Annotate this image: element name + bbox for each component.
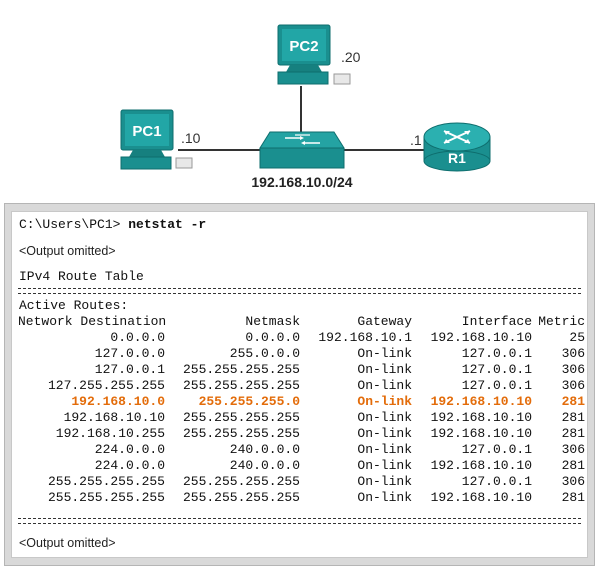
table-title: IPv4 Route Table [19, 269, 144, 284]
route-row: 255.255.255.255 255.255.255.255 On-link 192… [12, 490, 587, 506]
network-label: 192.168.10.0/24 [251, 174, 352, 190]
route-metric: 306 [561, 474, 585, 489]
pc1-label: PC1 [132, 123, 161, 140]
route-gateway: On-link [357, 362, 412, 377]
route-metric: 306 [561, 378, 585, 393]
pc1-icon: PC1 [120, 109, 193, 170]
route-dest: 255.255.255.255 [47, 490, 165, 505]
header-metric: Metric [538, 314, 585, 329]
route-iface: 192.168.10.10 [430, 490, 532, 505]
active-routes-label: Active Routes: [19, 298, 129, 313]
separator-bottom [18, 518, 581, 524]
route-dest: 0.0.0.0 [110, 330, 165, 345]
route-metric: 281 [561, 410, 585, 425]
route-iface: 127.0.0.1 [461, 346, 532, 361]
output-omitted-bottom: <Output omitted> [19, 536, 116, 550]
switch-icon [259, 131, 345, 169]
route-mask: 240.0.0.0 [229, 442, 300, 457]
route-dest: 127.0.0.1 [94, 362, 165, 377]
route-dest: 255.255.255.255 [47, 474, 165, 489]
route-gateway: On-link [357, 426, 412, 441]
terminal-frame: C:\Users\PC1> netstat -r <Output omitted… [4, 203, 595, 566]
route-gateway: On-link [357, 378, 412, 393]
route-dest: 224.0.0.0 [94, 442, 165, 457]
separator-top [18, 288, 581, 294]
route-gateway: On-link [357, 394, 412, 409]
route-mask: 255.255.255.255 [182, 410, 300, 425]
route-metric: 281 [561, 490, 585, 505]
route-gateway: On-link [357, 458, 412, 473]
route-gateway: On-link [357, 346, 412, 361]
route-mask: 255.255.255.255 [182, 378, 300, 393]
route-dest: 224.0.0.0 [94, 458, 165, 473]
route-row: 192.168.10.255 255.255.255.255 On-link 192.… [12, 426, 587, 442]
route-iface: 127.0.0.1 [461, 362, 532, 377]
route-row: 255.255.255.255 255.255.255.255 On-link 127… [12, 474, 587, 490]
route-iface: 192.168.10.10 [430, 394, 532, 409]
route-dest: 127.0.0.0 [94, 346, 165, 361]
pc2-address: .20 [341, 49, 361, 65]
route-iface: 192.168.10.10 [430, 410, 532, 425]
route-dest: 192.168.10.10 [63, 410, 165, 425]
route-mask: 0.0.0.0 [245, 330, 300, 345]
route-metric: 306 [561, 362, 585, 377]
route-mask: 255.255.255.255 [182, 490, 300, 505]
route-iface: 192.168.10.10 [430, 330, 532, 345]
route-iface: 192.168.10.10 [430, 458, 532, 473]
network-topology: PC2 .20 PC1 .10 192.168.10.0/24 R1 .1 [120, 24, 491, 190]
route-row: 0.0.0.0 0.0.0.0 192.168.10.1 192.168.10.10 2… [12, 330, 587, 346]
pc1-address: .10 [181, 130, 201, 146]
pc2-icon: PC2 [277, 24, 351, 85]
prompt: C:\Users\PC1> [19, 217, 129, 232]
route-metric: 281 [561, 458, 585, 473]
command: netstat -r [128, 217, 207, 232]
router-icon: R1 [423, 122, 491, 172]
route-mask: 240.0.0.0 [229, 458, 300, 473]
route-dest: 192.168.10.255 [55, 426, 165, 441]
route-mask: 255.255.255.0 [198, 394, 300, 409]
route-iface: 127.0.0.1 [461, 378, 532, 393]
route-row: 127.255.255.255 255.255.255.255 On-link 127… [12, 378, 587, 394]
route-gateway: 192.168.10.1 [318, 330, 412, 345]
pc2-label: PC2 [289, 38, 318, 55]
route-mask: 255.0.0.0 [229, 346, 300, 361]
command-line: C:\Users\PC1> netstat -r [19, 217, 206, 233]
route-metric: 281 [561, 394, 585, 409]
route-metric: 306 [561, 442, 585, 457]
route-mask: 255.255.255.255 [182, 426, 300, 441]
route-gateway: On-link [357, 490, 412, 505]
route-gateway: On-link [357, 410, 412, 425]
header-mask: Netmask [245, 314, 300, 329]
table-header: Network Destination Netmask Gateway Inte… [12, 314, 587, 330]
route-metric: 25 [569, 330, 585, 345]
route-row: 127.0.0.1 255.255.255.255 On-link 127.0.0.1… [12, 362, 587, 378]
route-gateway: On-link [357, 474, 412, 489]
route-row-highlighted: 192.168.10.0 255.255.255.0 On-link 192.168.… [12, 394, 587, 410]
header-dest: Network Destination [18, 314, 167, 329]
route-row: 192.168.10.10 255.255.255.255 On-link 192.1… [12, 410, 587, 426]
route-row: 224.0.0.0 240.0.0.0 On-link 127.0.0.1 306 [12, 442, 587, 458]
route-metric: 306 [561, 346, 585, 361]
r1-address: .1 [410, 132, 422, 148]
output-omitted-top: <Output omitted> [19, 244, 116, 258]
route-iface: 127.0.0.1 [461, 442, 532, 457]
route-iface: 127.0.0.1 [461, 474, 532, 489]
header-interface: Interface [461, 314, 532, 329]
terminal-output: C:\Users\PC1> netstat -r <Output omitted… [11, 211, 588, 558]
route-row: 127.0.0.0 255.0.0.0 On-link 127.0.0.1 306 [12, 346, 587, 362]
route-metric: 281 [561, 426, 585, 441]
route-dest: 192.168.10.0 [71, 394, 165, 409]
route-dest: 127.255.255.255 [47, 378, 165, 393]
route-mask: 255.255.255.255 [182, 474, 300, 489]
route-mask: 255.255.255.255 [182, 362, 300, 377]
route-iface: 192.168.10.10 [430, 426, 532, 441]
r1-label: R1 [448, 150, 466, 166]
header-gateway: Gateway [357, 314, 412, 329]
route-row: 224.0.0.0 240.0.0.0 On-link 192.168.10.10 28… [12, 458, 587, 474]
route-gateway: On-link [357, 442, 412, 457]
